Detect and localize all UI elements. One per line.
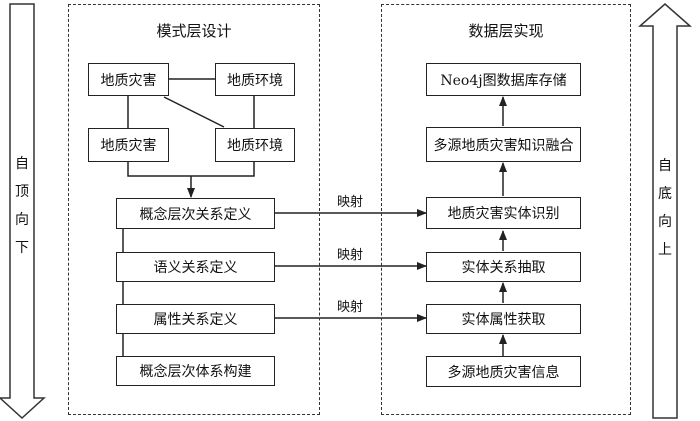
mapping-label-2: 映射 [337,248,364,263]
mapping-label-3: 映射 [337,300,364,315]
semantic-relation-definition: 语义关系定义 [116,252,275,282]
schema-layer-panel [68,4,320,415]
merge-arrow [127,162,255,197]
geo-hazard-node-mid: 地质灾害 [88,128,169,162]
attribute-relation-definition: 属性关系定义 [116,304,275,334]
mapping-label-1: 映射 [337,195,364,210]
geo-environment-node-mid: 地质环境 [215,128,295,162]
bottom-up-label: 自底向上 [658,158,672,258]
data-layer-panel [381,4,631,415]
bottom-up-arrow [638,3,692,419]
schema-layer-title: 模式层设计 [156,22,232,40]
multi-source-info: 多源地质灾害信息 [426,356,581,387]
neo4j-storage: Neo4j图数据库存储 [426,63,581,96]
top-down-arrow [0,3,46,420]
relation-extraction: 实体关系抽取 [426,252,581,282]
entity-recognition: 地质灾害实体识别 [426,197,581,229]
knowledge-fusion: 多源地质灾害知识融合 [426,127,581,162]
concept-hierarchy-definition: 概念层次关系定义 [116,198,275,229]
geo-environment-node-top: 地质环境 [215,63,295,96]
top-down-label: 自顶向下 [15,156,29,256]
attribute-acquisition: 实体属性获取 [426,304,581,334]
concept-hierarchy-construction: 概念层次体系构建 [116,356,275,386]
geo-hazard-node-top: 地质灾害 [88,63,169,96]
data-layer-title: 数据层实现 [468,22,544,40]
link-diagonal [163,96,225,128]
